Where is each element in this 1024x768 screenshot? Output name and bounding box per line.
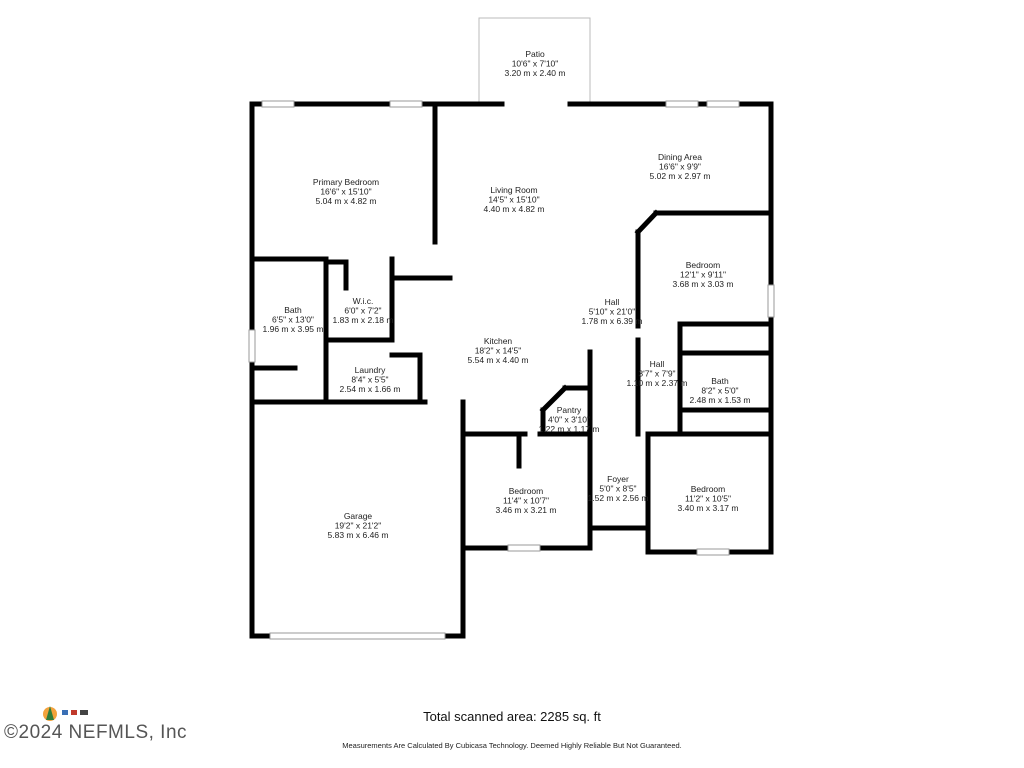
hall-small-imperial: 3'7" x 7'9" [638,369,675,379]
pantry-imperial: 4'0" x 3'10" [548,415,590,425]
foyer-name: Foyer [607,474,629,484]
windows [248,100,775,640]
bedroom-ne-metric: 3.68 m x 3.03 m [673,279,734,289]
patio-metric: 3.20 m x 2.40 m [505,68,566,78]
wic-name: W.i.c. [353,296,374,306]
patio-name: Patio [525,49,545,59]
pantry-metric: 1.22 m x 1.17 m [539,424,600,434]
kitchen-imperial: 18'2" x 14'5" [475,346,522,356]
laundry-imperial: 8'4" x 5'5" [351,375,388,385]
photographer-logo-icon [43,706,88,721]
kitchen-name: Kitchen [484,336,513,346]
dining-area-metric: 5.02 m x 2.97 m [650,171,711,181]
dining-area-name: Dining Area [658,152,702,162]
bath-2-name: Bath [711,376,729,386]
hall-small-name: Hall [650,359,665,369]
garage-name: Garage [344,511,373,521]
kitchen-metric: 5.54 m x 4.40 m [468,355,529,365]
bedroom-sw-metric: 3.46 m x 3.21 m [496,505,557,515]
disclaimer-text: Measurements Are Calculated By Cubicasa … [342,741,682,750]
living-room-metric: 4.40 m x 4.82 m [484,204,545,214]
bedroom-ne-name: Bedroom [686,260,721,270]
living-room-name: Living Room [490,185,537,195]
primary-bedroom-metric: 5.04 m x 4.82 m [316,196,377,206]
foyer-imperial: 5'0" x 8'5" [599,484,636,494]
laundry-name: Laundry [355,365,386,375]
bath-2-metric: 2.48 m x 1.53 m [690,395,751,405]
bedroom-se-name: Bedroom [691,484,726,494]
svg-text:W.i.c.6'0" x 7'2"1.83 m x 2.18: W.i.c.6'0" x 7'2"1.83 m x 2.18 m [333,296,394,325]
bedroom-sw-imperial: 11'4" x 10'7" [503,496,549,506]
bath-primary-metric: 1.96 m x 3.95 m [263,324,324,334]
bedroom-se-imperial: 11'2" x 10'5" [685,494,731,504]
hall-small-metric: 1.10 m x 2.37 m [627,378,688,388]
bath-2-imperial: 8'2" x 5'0" [701,386,738,396]
bath-primary-imperial: 6'5" x 13'0" [272,315,314,325]
walls [249,101,774,639]
patio-outline [478,17,591,103]
bedroom-sw-name: Bedroom [509,486,544,496]
copyright-text: ©2024 NEFMLS, Inc [4,722,188,743]
bath-primary-name: Bath [284,305,302,315]
hall-main-metric: 1.78 m x 6.39 m [582,316,643,326]
wic-metric: 1.83 m x 2.18 m [333,315,394,325]
hall-main-name: Hall [605,297,620,307]
pantry-name: Pantry [557,405,582,415]
garage-imperial: 19'2" x 21'2" [335,521,382,531]
primary-bedroom-name: Primary Bedroom [313,177,379,187]
hall-main-imperial: 5'10" x 21'0" [589,307,636,317]
laundry-metric: 2.54 m x 1.66 m [340,384,401,394]
patio-imperial: 10'6" x 7'10" [512,59,559,69]
dining-area-imperial: 16'6" x 9'9" [659,162,701,172]
foyer-metric: 1.52 m x 2.56 m [588,493,649,503]
wic-imperial: 6'0" x 7'2" [344,306,381,316]
total-area-text: Total scanned area: 2285 sq. ft [423,709,601,724]
living-room-imperial: 14'5" x 15'10" [488,195,539,205]
bedroom-se-metric: 3.40 m x 3.17 m [678,503,739,513]
bedroom-ne-imperial: 12'1" x 9'11" [680,270,726,280]
primary-bedroom-imperial: 16'6" x 15'10" [320,187,371,197]
garage-metric: 5.83 m x 6.46 m [328,530,389,540]
